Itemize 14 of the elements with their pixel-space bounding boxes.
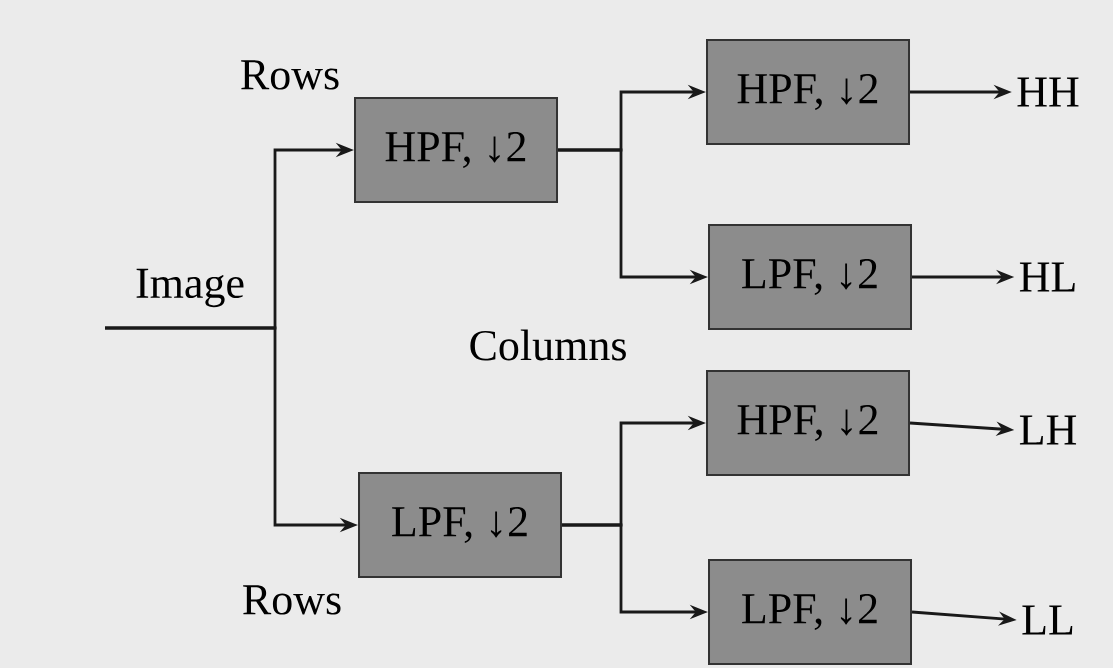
output-label: HL	[1019, 262, 1075, 292]
filter-box: LPF, ↓2	[708, 224, 912, 330]
filter-box: HPF, ↓2	[706, 370, 910, 476]
text-label: Columns	[470, 329, 626, 361]
text-label: Image	[136, 268, 244, 308]
filter-box: LPF, ↓2	[358, 472, 562, 578]
output-label: LH	[1019, 415, 1077, 445]
filter-box: HPF, ↓2	[706, 39, 910, 145]
text-label: Rows	[243, 585, 341, 615]
filter-box: HPF, ↓2	[354, 97, 558, 203]
text-label: Rows	[241, 60, 339, 90]
output-label: HH	[1017, 77, 1079, 107]
output-label: LL	[1022, 605, 1073, 635]
filter-box: LPF, ↓2	[708, 559, 912, 665]
